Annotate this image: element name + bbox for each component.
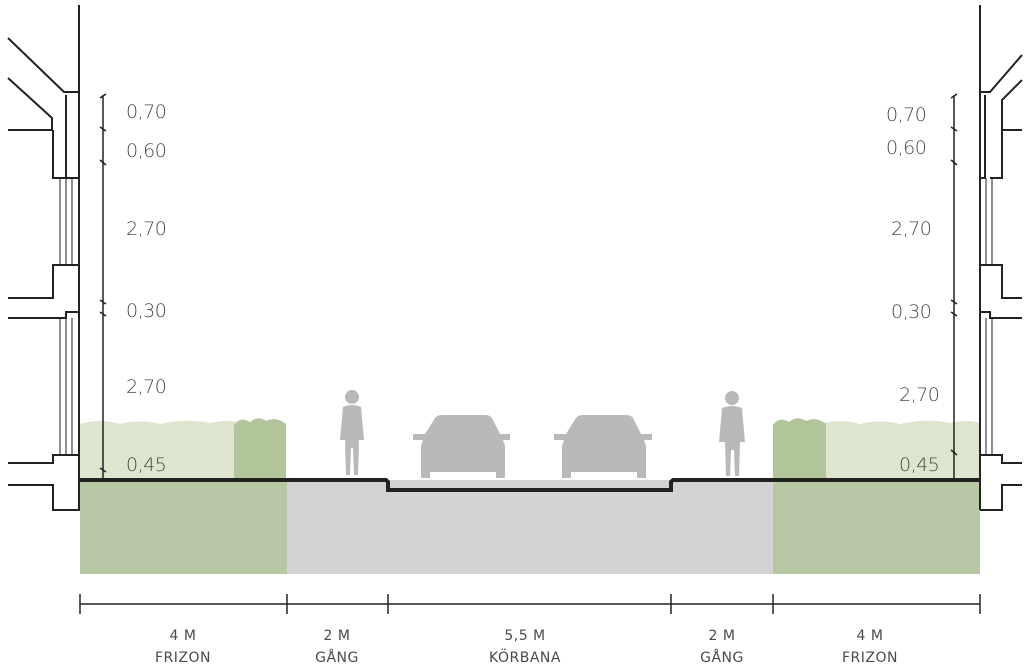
left-height-dimension-line <box>99 93 107 480</box>
left-height-label: 2,70 <box>126 218 166 240</box>
zone-label-gang-left: 2 M GÅNG <box>315 628 359 666</box>
left-car-figure <box>413 415 510 478</box>
right-height-label: 2,70 <box>899 384 939 406</box>
zone-label-korbana: 5,5 M KÖRBANA <box>489 628 561 666</box>
zone-label-frizon-right: 4 M FRIZON <box>842 628 898 666</box>
right-hedge-dark <box>773 418 826 480</box>
right-gang-ground <box>671 480 773 574</box>
left-height-label: 0,30 <box>126 300 166 322</box>
korbana-ground-upper <box>388 480 671 490</box>
left-pedestrian-figure <box>340 390 364 475</box>
ground-profile-line <box>80 478 980 492</box>
left-height-label: 0,70 <box>126 101 166 123</box>
left-hedge-dark <box>234 418 286 480</box>
zone-label-gang-right: 2 M GÅNG <box>700 628 744 666</box>
korbana-ground <box>388 490 671 574</box>
left-building-section <box>7 5 80 511</box>
right-height-label: 2,70 <box>891 218 931 240</box>
right-height-label: 0,45 <box>899 454 939 476</box>
right-building-section <box>979 5 1023 511</box>
svg-text:GÅNG: GÅNG <box>700 649 744 666</box>
svg-text:4 M: 4 M <box>857 628 884 644</box>
right-height-label: 0,60 <box>886 137 926 159</box>
right-hedge-light <box>820 420 980 480</box>
svg-text:FRIZON: FRIZON <box>842 650 898 666</box>
svg-text:KÖRBANA: KÖRBANA <box>489 648 561 666</box>
left-height-label: 2,70 <box>126 376 166 398</box>
svg-text:5,5 M: 5,5 M <box>504 628 545 644</box>
right-frizon-ground <box>773 480 980 574</box>
left-hedge-light <box>80 420 240 480</box>
left-height-label: 0,60 <box>126 140 166 162</box>
right-car-figure <box>554 415 652 478</box>
left-height-label: 0,45 <box>126 454 166 476</box>
svg-text:FRIZON: FRIZON <box>155 650 211 666</box>
right-height-label: 0,30 <box>891 301 931 323</box>
zone-label-frizon-left: 4 M FRIZON <box>155 628 211 666</box>
right-height-dimension-line <box>950 93 958 480</box>
width-dimension-line <box>79 594 981 614</box>
svg-text:4 M: 4 M <box>170 628 197 644</box>
svg-text:2 M: 2 M <box>709 628 736 644</box>
right-height-label: 0,70 <box>886 104 926 126</box>
svg-text:2 M: 2 M <box>324 628 351 644</box>
svg-text:GÅNG: GÅNG <box>315 649 359 666</box>
left-frizon-ground <box>80 480 287 574</box>
left-gang-ground <box>287 480 388 574</box>
right-pedestrian-figure <box>719 391 745 476</box>
